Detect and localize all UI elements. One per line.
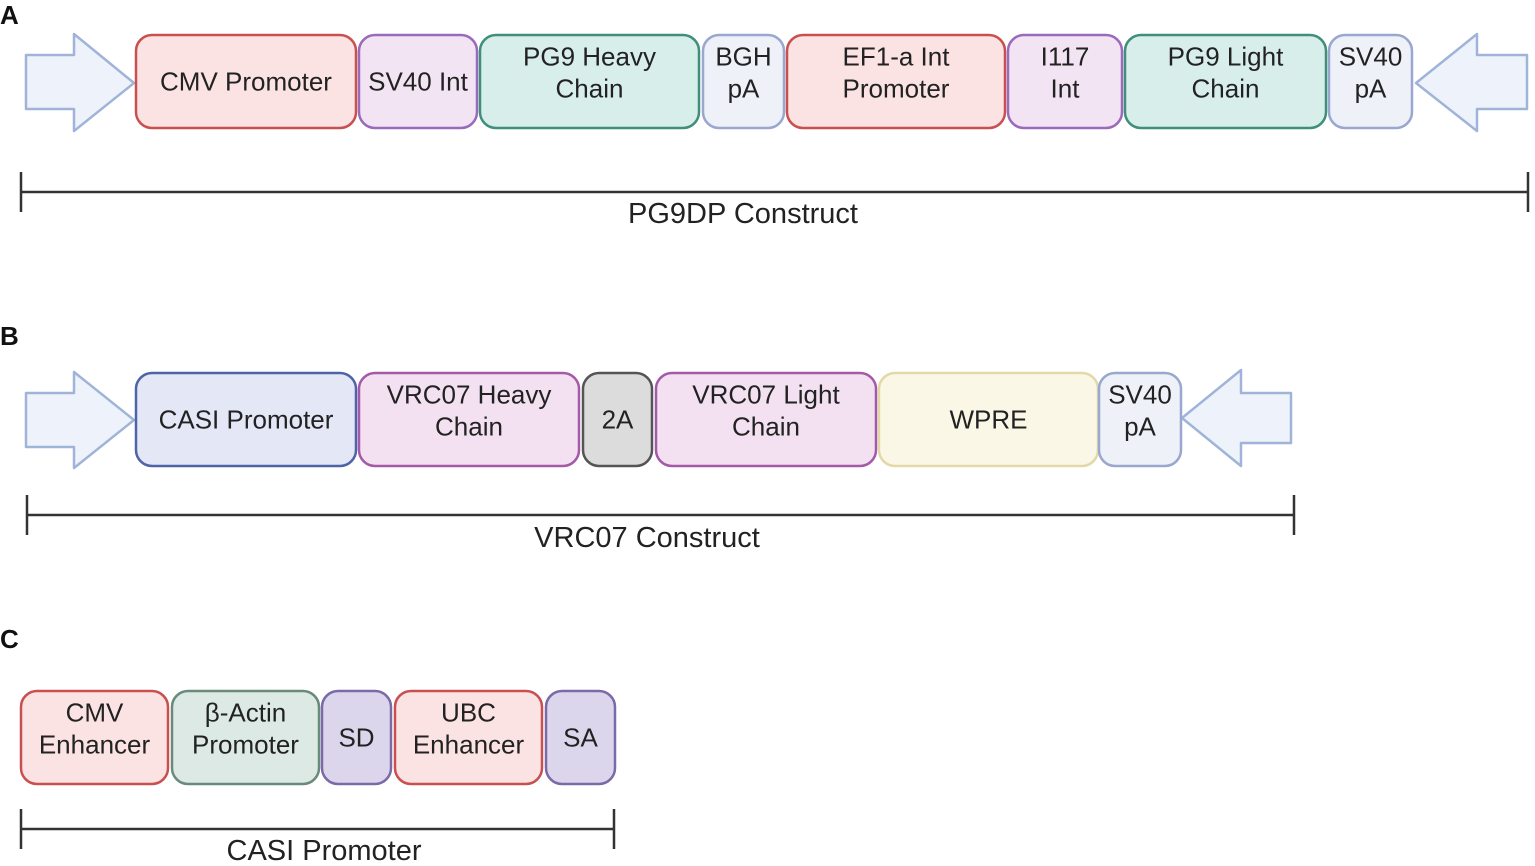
cmv-enhancer-element: CMV Enhancer xyxy=(19,689,170,786)
construct-label: CASI Promoter xyxy=(227,835,422,866)
element-label-line-2: Promoter xyxy=(843,74,950,104)
2a-element: 2A xyxy=(581,371,654,468)
panel-letter-c: C xyxy=(0,624,19,654)
element-label: SV40 Int xyxy=(368,67,469,97)
element-label-line-2: Enhancer xyxy=(39,730,151,760)
beta-actin-promoter-element: β-Actin Promoter xyxy=(170,689,321,786)
element-label-line-2: Chain xyxy=(435,412,503,442)
construct-scale-bar xyxy=(19,172,1530,212)
element-label-line-1: UBC xyxy=(441,698,496,728)
forward-arrow xyxy=(24,32,136,133)
element-label-line-1: SV40 xyxy=(1108,380,1172,410)
construct-scale-bar xyxy=(19,809,616,849)
pg9-heavy-chain-element: PG9 Heavy Chain xyxy=(478,33,701,130)
element-label-line-1: BGH xyxy=(715,42,771,72)
construct-label: VRC07 Construct xyxy=(534,522,760,554)
casi-promoter-element: CASI Promoter xyxy=(134,371,358,468)
panel-a: A CMV Promoter SV40 Int PG9 Heavy Chain … xyxy=(0,0,1530,230)
element-label: 2A xyxy=(602,405,634,435)
construct-label: PG9DP Construct xyxy=(628,198,858,230)
panel-c: C CMV Enhancer β-Actin Promoter SD UBC E… xyxy=(0,624,617,866)
element-label-line-1: CMV xyxy=(66,698,124,728)
element-label-line-2: Promoter xyxy=(192,730,299,760)
reverse-arrow xyxy=(1414,32,1529,133)
panel-letter-a: A xyxy=(0,0,19,30)
ubc-enhancer-element: UBC Enhancer xyxy=(393,689,544,786)
element-label: WPRE xyxy=(950,405,1028,435)
element-label-line-2: Chain xyxy=(556,74,624,104)
reverse-arrow xyxy=(1180,368,1293,468)
element-label: CMV Promoter xyxy=(160,67,332,97)
wpre-element: WPRE xyxy=(877,371,1100,468)
element-label-line-2: pA xyxy=(1355,74,1387,104)
pg9-light-chain-element: PG9 Light Chain xyxy=(1123,33,1328,130)
forward-arrow xyxy=(24,370,136,470)
element-label-line-1: EF1-a Int xyxy=(843,42,951,72)
element-label-line-2: Int xyxy=(1051,74,1081,104)
element-label-line-2: Chain xyxy=(732,412,800,442)
vrc07-heavy-chain-element: VRC07 Heavy Chain xyxy=(357,371,581,468)
element-label-line-1: VRC07 Light xyxy=(692,380,840,410)
sv40-int-element: SV40 Int xyxy=(357,33,479,130)
cmv-promoter-element: CMV Promoter xyxy=(134,33,358,130)
sd-element: SD xyxy=(320,689,393,786)
element-label-line-2: Chain xyxy=(1192,74,1260,104)
element-label-line-1: β-Actin xyxy=(205,698,286,728)
sv40-pa-element: SV40 pA xyxy=(1097,371,1183,468)
panel-letter-b: B xyxy=(0,321,19,351)
element-label-line-2: Enhancer xyxy=(413,730,525,760)
panel-b: B CASI Promoter VRC07 Heavy Chain 2A VRC… xyxy=(0,321,1296,554)
element-label-line-1: PG9 Light xyxy=(1168,42,1284,72)
ef1a-int-promoter-element: EF1-a Int Promoter xyxy=(785,33,1007,130)
sa-element: SA xyxy=(544,689,617,786)
vrc07-light-chain-element: VRC07 Light Chain xyxy=(654,371,878,468)
element-label: SD xyxy=(338,723,374,753)
element-label-line-1: VRC07 Heavy xyxy=(387,380,552,410)
element-label-line-2: pA xyxy=(1124,412,1156,442)
element-label-line-2: pA xyxy=(728,74,760,104)
construct-scale-bar xyxy=(25,495,1296,535)
element-label-line-1: I117 xyxy=(1041,42,1090,72)
element-label-line-1: PG9 Heavy xyxy=(523,42,656,72)
i117-int-element: I117 Int xyxy=(1006,33,1124,130)
sv40-pa-element: SV40 pA xyxy=(1327,33,1414,130)
element-label: CASI Promoter xyxy=(159,405,334,435)
bgh-pa-element: BGH pA xyxy=(701,33,786,130)
element-label: SA xyxy=(563,723,598,753)
element-label-line-1: SV40 xyxy=(1339,42,1403,72)
